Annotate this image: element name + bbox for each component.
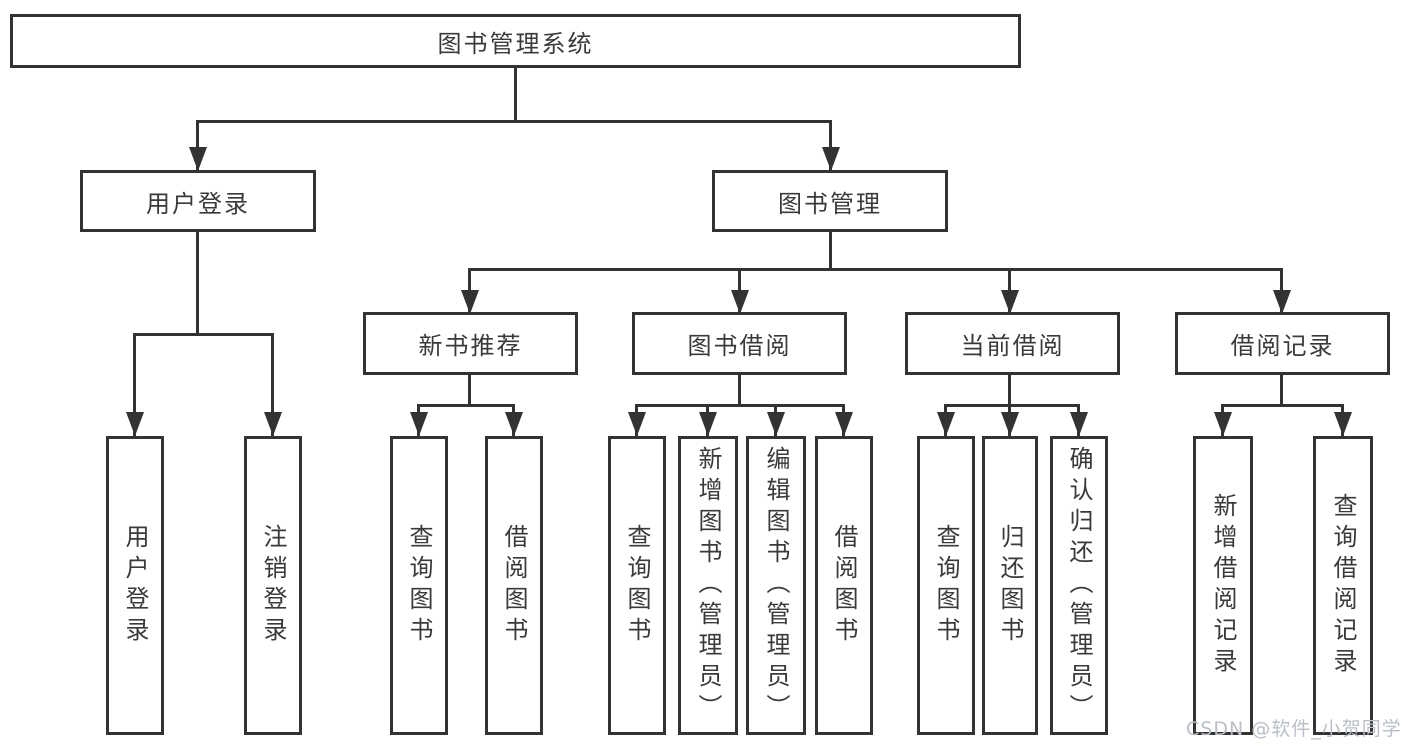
node-current-borrowing: 当前借阅: [905, 312, 1120, 375]
connector-line: [1280, 375, 1283, 407]
node-book-borrowing: 图书借阅: [632, 312, 847, 375]
arrowhead-down-icon: [410, 412, 428, 436]
connector-line: [1221, 404, 1344, 407]
arrowhead-down-icon: [628, 412, 646, 436]
node-label: 当前借阅: [960, 332, 1065, 360]
arrowhead-down-icon: [822, 147, 840, 171]
arrowhead-down-icon: [937, 412, 955, 436]
connector-line: [196, 120, 199, 171]
arrowhead-down-icon: [126, 412, 144, 436]
leaf-current-query-books: 查询图书: [917, 436, 975, 735]
arrowhead-down-icon: [189, 147, 207, 171]
node-user-login: 用户登录: [80, 170, 316, 232]
arrowhead-down-icon: [699, 412, 717, 436]
connector-line: [133, 333, 136, 436]
node-label: 新增图书（管理员）: [694, 446, 722, 725]
arrowhead-down-icon: [1334, 412, 1352, 436]
arrowhead-down-icon: [1070, 412, 1088, 436]
connector-line: [514, 68, 517, 121]
leaf-borrowing-add-book-admin: 新增图书（管理员）: [678, 436, 738, 735]
connector-line: [635, 404, 845, 407]
node-label: 用户登录: [121, 523, 149, 648]
connector-line: [829, 232, 832, 271]
connector-line: [468, 375, 471, 407]
arrowhead-down-icon: [461, 290, 479, 314]
arrowhead-down-icon: [1001, 290, 1019, 314]
leaf-borrowing-edit-book-admin: 编辑图书（管理员）: [746, 436, 806, 735]
node-label: 借阅记录: [1230, 332, 1335, 360]
node-book-management: 图书管理: [712, 170, 948, 232]
leaf-recommend-borrow-books: 借阅图书: [485, 436, 543, 735]
node-label: 借阅图书: [830, 523, 858, 648]
connector-line: [829, 120, 832, 171]
node-new-book-recommendation: 新书推荐: [363, 312, 578, 375]
node-library-management-system: 图书管理系统: [10, 14, 1021, 68]
connector-line: [1008, 375, 1011, 407]
leaf-records-add-borrow-record: 新增借阅记录: [1193, 436, 1253, 735]
connector-line: [196, 232, 199, 336]
arrowhead-down-icon: [731, 290, 749, 314]
leaf-current-confirm-return-admin: 确认归还（管理员）: [1050, 436, 1108, 735]
arrowhead-down-icon: [264, 412, 282, 436]
node-label: 图书管理系统: [437, 29, 594, 58]
leaf-recommend-query-books: 查询图书: [390, 436, 448, 735]
leaf-current-return-books: 归还图书: [982, 436, 1038, 735]
arrowhead-down-icon: [1001, 412, 1019, 436]
node-label: 查询图书: [405, 523, 433, 648]
node-label: 用户登录: [146, 189, 250, 218]
arrowhead-down-icon: [1214, 412, 1232, 436]
connector-line: [468, 268, 1283, 271]
node-label: 图书借阅: [687, 332, 792, 360]
arrowhead-down-icon: [505, 412, 523, 436]
node-label: 注销登录: [259, 523, 287, 648]
connector-line: [944, 404, 1080, 407]
node-borrowing-records: 借阅记录: [1175, 312, 1390, 375]
connector-line: [738, 375, 741, 407]
node-label: 新增借阅记录: [1209, 492, 1237, 679]
node-label: 查询图书: [623, 523, 651, 648]
node-label: 图书管理: [778, 189, 882, 218]
connector-line: [196, 120, 832, 123]
leaf-borrowing-borrow-books: 借阅图书: [815, 436, 873, 735]
node-label: 查询图书: [932, 523, 960, 648]
node-label: 借阅图书: [500, 523, 528, 648]
arrowhead-down-icon: [767, 412, 785, 436]
node-label: 编辑图书（管理员）: [762, 446, 790, 725]
node-label: 查询借阅记录: [1329, 492, 1357, 679]
connector-line: [417, 404, 515, 407]
connector-line: [133, 333, 274, 336]
leaf-user-login: 用户登录: [106, 436, 164, 735]
node-label: 新书推荐: [418, 332, 523, 360]
node-label: 确认归还（管理员）: [1065, 446, 1093, 725]
watermark: CSDN @软件_小贺同学: [1186, 718, 1402, 740]
arrowhead-down-icon: [1273, 290, 1291, 314]
leaf-logout: 注销登录: [244, 436, 302, 735]
node-label: 归还图书: [996, 523, 1024, 648]
leaf-borrowing-query-books: 查询图书: [608, 436, 666, 735]
arrowhead-down-icon: [835, 412, 853, 436]
leaf-records-query-borrow-record: 查询借阅记录: [1313, 436, 1373, 735]
connector-line: [271, 333, 274, 436]
